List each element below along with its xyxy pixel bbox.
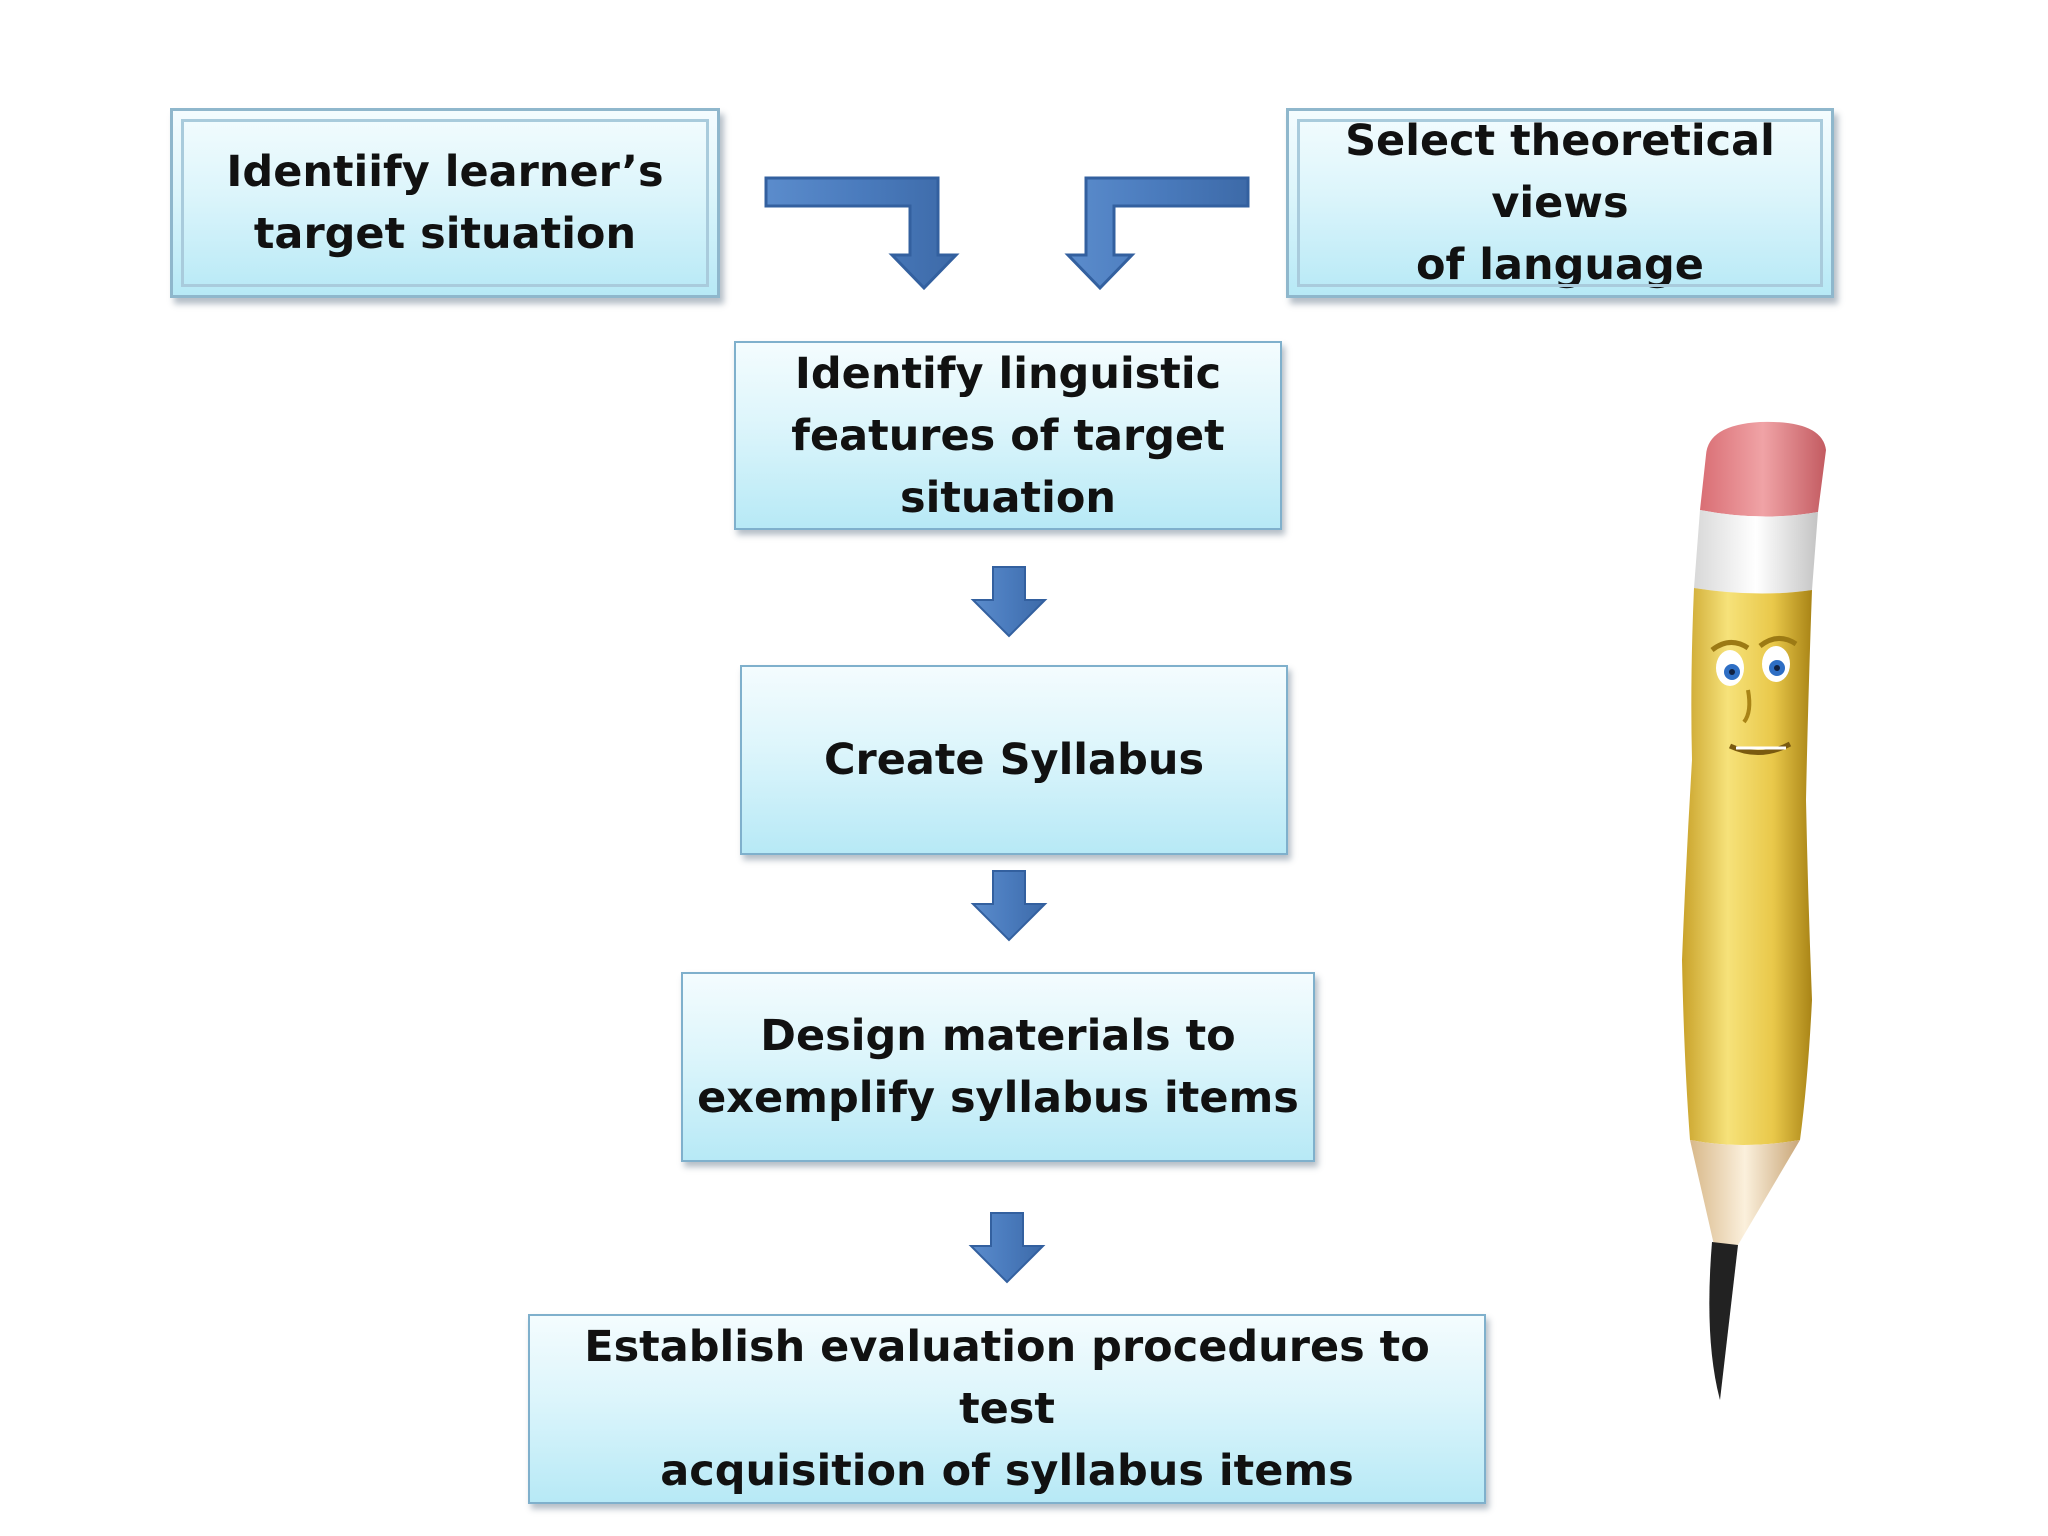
down-arrow-3 bbox=[968, 1212, 1046, 1284]
node-target-situation-label: Identiify learner’s target situation bbox=[226, 147, 664, 259]
node-theoretical-views-label: Select theoretical views of language bbox=[1345, 116, 1775, 290]
node-theoretical-views: Select theoretical views of language bbox=[1286, 108, 1834, 298]
node-create-syllabus: Create Syllabus bbox=[740, 665, 1288, 855]
node-design-materials: Design materials to exemplify syllabus i… bbox=[681, 972, 1315, 1162]
down-arrow-1 bbox=[970, 566, 1048, 638]
node-linguistic-features: Identify linguistic features of target s… bbox=[734, 341, 1282, 530]
node-create-syllabus-label: Create Syllabus bbox=[823, 735, 1205, 785]
bent-arrow-right bbox=[1064, 176, 1250, 291]
node-target-situation: Identiify learner’s target situation bbox=[170, 108, 720, 298]
bent-arrow-left bbox=[764, 176, 960, 291]
node-design-materials-label: Design materials to exemplify syllabus i… bbox=[697, 1011, 1299, 1123]
down-arrow-2 bbox=[970, 870, 1048, 942]
node-evaluation-label: Establish evaluation procedures to test … bbox=[584, 1322, 1430, 1496]
node-evaluation: Establish evaluation procedures to test … bbox=[528, 1314, 1486, 1504]
node-linguistic-features-label: Identify linguistic features of target s… bbox=[791, 348, 1225, 523]
